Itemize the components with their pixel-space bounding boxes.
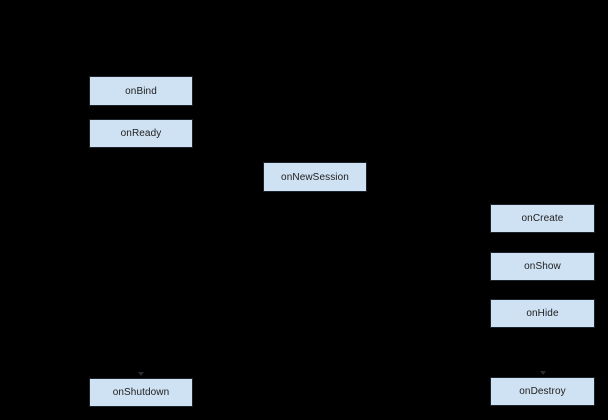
node-onshow: onShow: [490, 252, 595, 281]
arrowhead-ghost-icon: [540, 371, 546, 375]
node-onready: onReady: [89, 119, 193, 148]
node-onbind: onBind: [89, 76, 193, 106]
node-ondestroy: onDestroy: [490, 377, 595, 406]
node-onshutdown: onShutdown: [89, 378, 193, 407]
node-onnewsession: onNewSession: [263, 162, 367, 192]
arrowhead-ghost-icon: [138, 372, 144, 376]
node-onhide: onHide: [490, 299, 595, 328]
node-oncreate: onCreate: [490, 204, 595, 233]
